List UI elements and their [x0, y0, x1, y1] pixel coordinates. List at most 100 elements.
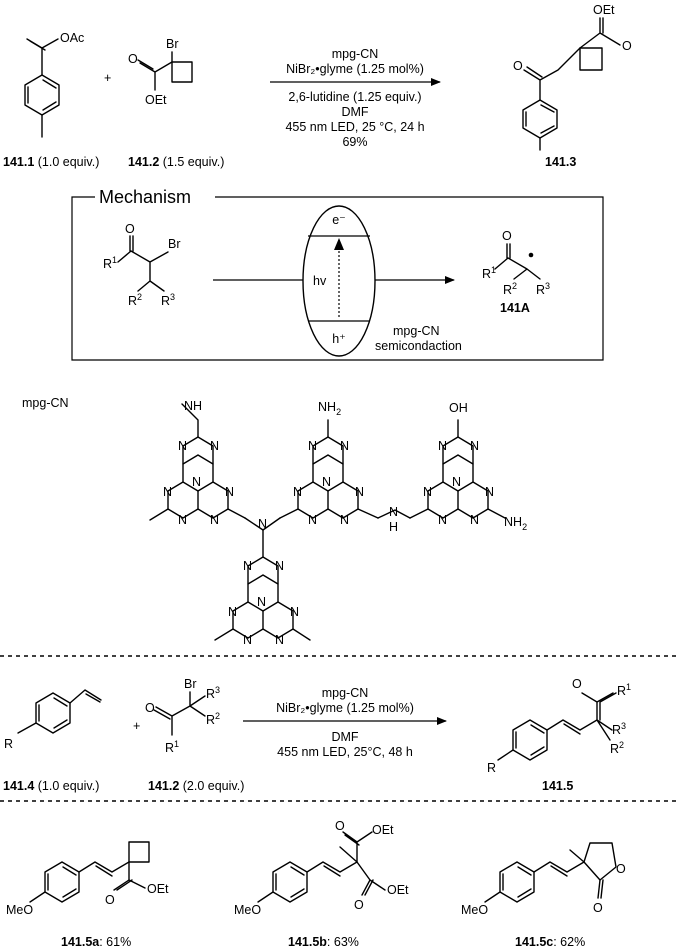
ring-n: N: [340, 513, 349, 527]
mech-r1: R1: [103, 255, 117, 271]
general-r3: R3: [206, 685, 220, 701]
5b-meo: MeO: [234, 903, 261, 917]
ring-n-unit-3: N N N N N N N: [423, 439, 494, 527]
mech-catalyst-label: mpg-CN: [393, 324, 440, 338]
5a-o: O: [105, 893, 115, 907]
product-r2: R2: [610, 740, 624, 756]
mech-o-1: O: [125, 222, 135, 236]
5a-meo: MeO: [6, 903, 33, 917]
label-141-2: 141.2 (1.5 equiv.): [128, 155, 224, 169]
radical-r2: R2: [503, 281, 517, 297]
compound-141-3: O OEt O: [513, 3, 632, 151]
label-141-3: 141.3: [545, 155, 576, 169]
cond2-nickel: NiBr₂•glyme (1.25 mol%): [276, 701, 414, 715]
cond2-light: 455 nm LED, 25°C, 48 h: [277, 745, 413, 759]
id-141-2: 141.2: [128, 155, 159, 169]
reaction-2: R + Br O R1 R2 R3 mpg-CN NiBr₂•glyme (1.…: [3, 677, 631, 793]
acetoxy-label: OAc: [60, 31, 84, 45]
ring-n: N: [210, 439, 219, 453]
plus-sign-1: +: [104, 71, 111, 85]
oh-right: OH: [449, 401, 468, 415]
compound-141-2: Br O OEt: [128, 37, 193, 107]
label-141-2b: 141.2 (2.0 equiv.): [148, 779, 244, 793]
styrene-r: R: [4, 737, 13, 751]
ring-n: N: [322, 475, 331, 489]
equiv-141-1: (1.0 equiv.): [38, 155, 100, 169]
id-141-1: 141.1: [3, 155, 34, 169]
ring-n-unit-4: N N N N N N N: [228, 559, 299, 647]
reaction-1: OAc + Br O OEt mpg-CN NiBr₂•glyme (1.25 …: [3, 3, 632, 169]
ring-n-unit-1: N N N N N N N: [163, 439, 234, 527]
ring-n: N: [452, 475, 461, 489]
condition-yield: 69%: [342, 135, 367, 149]
bridge-h-2: H: [389, 520, 398, 534]
mechanism-title: Mechanism: [99, 187, 191, 207]
hv-label: hv: [313, 274, 327, 288]
ring-n: N: [257, 595, 266, 609]
condition-light: 455 nm LED, 25 °C, 24 h: [285, 120, 424, 134]
general-o: O: [145, 701, 155, 715]
cond2-catalyst: mpg-CN: [322, 686, 369, 700]
product-ethoxy: OEt: [593, 3, 615, 17]
heptazine-unit-1: [149, 403, 246, 521]
ring-n: N: [308, 513, 317, 527]
equiv-141-2: (1.5 equiv.): [163, 155, 225, 169]
ring-n: N: [275, 633, 284, 647]
ring-n: N: [290, 605, 299, 619]
label-141-5a: 141.5a: 61%: [61, 935, 131, 949]
5b-o-2: O: [354, 898, 364, 912]
mpgcn-label: mpg-CN: [22, 396, 69, 410]
product-r1: R1: [617, 682, 631, 698]
hole-label: h⁺: [332, 332, 346, 346]
label-141-5b: 141.5b: 63%: [288, 935, 359, 949]
equiv-141-4: (1.0 equiv.): [38, 779, 100, 793]
ring-n: N: [225, 485, 234, 499]
bromo-label: Br: [166, 37, 179, 51]
ring-n: N: [228, 605, 237, 619]
general-r1: R1: [165, 739, 179, 755]
ring-n: N: [178, 439, 187, 453]
ring-n: N: [470, 513, 479, 527]
product-141-5b: MeO OEt O OEt O 141.5b: 63%: [234, 819, 409, 949]
ring-n: N: [275, 559, 284, 573]
ring-n: N: [438, 439, 447, 453]
condition-catalyst: mpg-CN: [332, 47, 379, 61]
ring-n: N: [210, 513, 219, 527]
id-141-4: 141.4: [3, 779, 34, 793]
compound-141-2-general: Br O R1 R2 R3: [145, 677, 220, 755]
ring-n: N: [178, 513, 187, 527]
5c-carbonyl-o: O: [593, 901, 603, 915]
product-r3: R3: [612, 721, 626, 737]
carbonyl-o-label: O: [128, 52, 138, 66]
product-ketone-o: O: [513, 59, 523, 73]
mech-process-label: semicondaction: [375, 339, 462, 353]
ring-n: N: [355, 485, 364, 499]
general-r2: R2: [206, 711, 220, 727]
5b-oet-2: OEt: [387, 883, 409, 897]
mech-br: Br: [168, 237, 181, 251]
condition-solvent: DMF: [341, 105, 368, 119]
ring-n: N: [243, 559, 252, 573]
compound-141-5: O R1 R3 R2 R: [487, 677, 631, 775]
bridge-n-1: N: [258, 517, 267, 531]
cond2-solvent: DMF: [331, 730, 358, 744]
radical-o: O: [502, 229, 512, 243]
nh2-center: NH2: [318, 400, 341, 417]
label-141-5c: 141.5c: 62%: [515, 935, 585, 949]
mechanism-box: Mechanism O Br R1 R2 R3 e⁻ h⁺ hv mpg-CN …: [71, 187, 604, 361]
ring-n: N: [470, 439, 479, 453]
5b-oet-1: OEt: [372, 823, 394, 837]
ring-n: N: [340, 439, 349, 453]
condition-base: 2,6-lutidine (1.25 equiv.): [288, 90, 421, 104]
ring-n: N: [438, 513, 447, 527]
radical-r1: R1: [482, 265, 496, 281]
ring-n: N: [163, 485, 172, 499]
label-141-5: 141.5: [542, 779, 573, 793]
bridge-n-2: N: [389, 505, 398, 519]
equiv-141-2b: (2.0 equiv.): [183, 779, 245, 793]
product-ester-o: O: [622, 39, 632, 53]
ring-n: N: [192, 475, 201, 489]
5b-o-1: O: [335, 819, 345, 833]
5a-oet: OEt: [147, 882, 169, 896]
